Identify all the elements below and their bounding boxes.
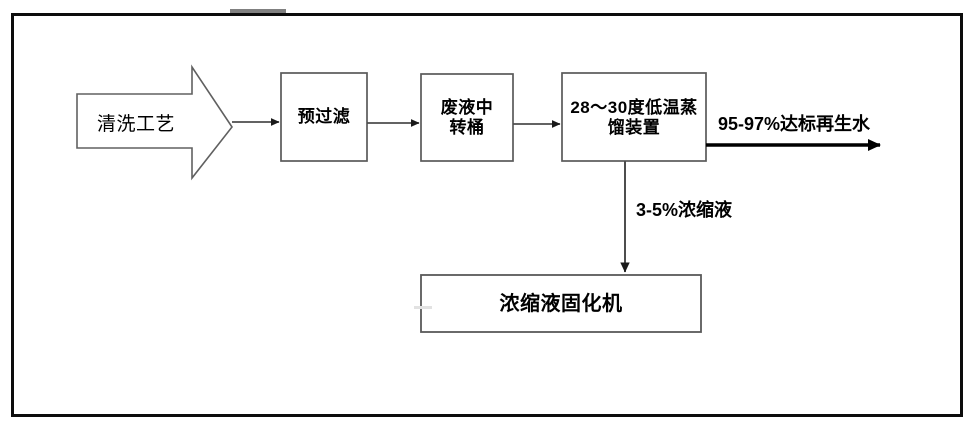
box-shape-low-temp-distiller — [561, 72, 707, 162]
faint-artifact-mark — [414, 306, 432, 309]
block-arrow-shape-cleaning-process — [76, 64, 233, 181]
frame-top-tab — [230, 9, 286, 13]
box-shape-waste-transfer-drum — [420, 73, 514, 162]
box-shape-concentrate-solidifier — [420, 274, 702, 333]
box-shape-pre-filter — [280, 72, 368, 162]
